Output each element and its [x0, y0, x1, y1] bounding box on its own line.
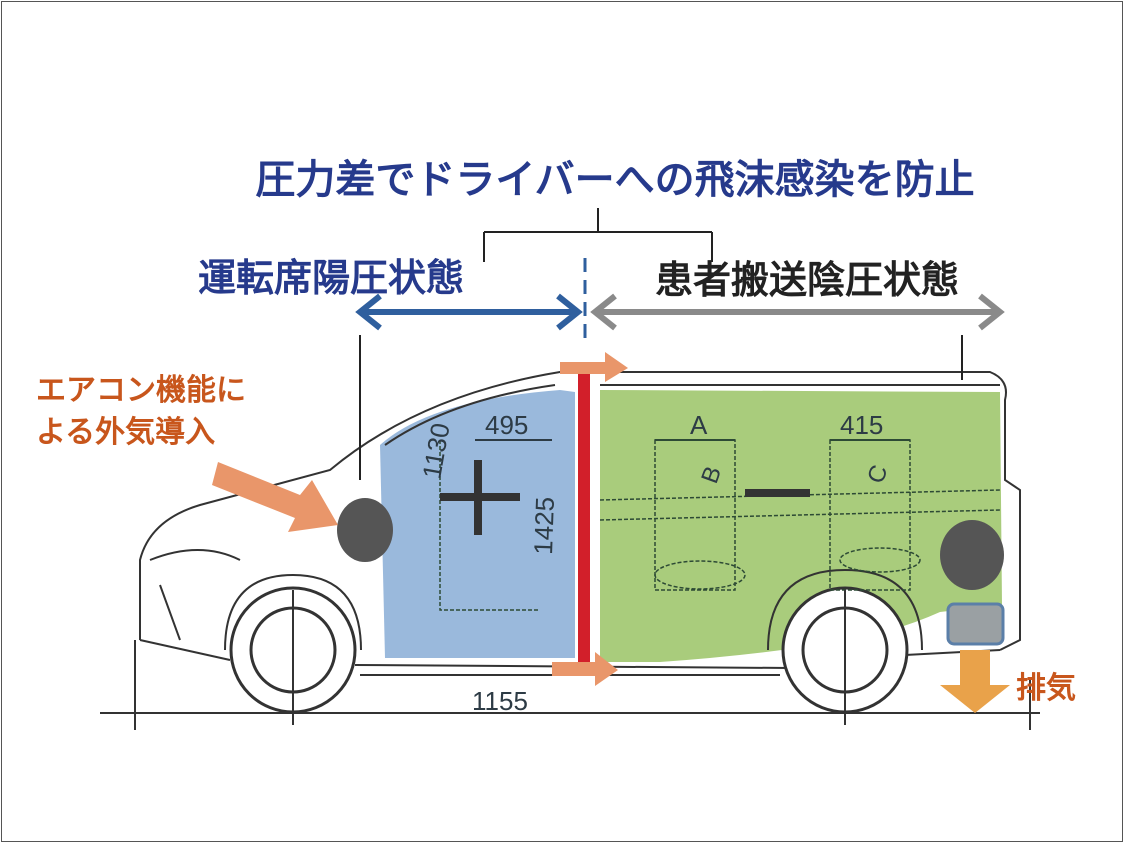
leader-lines [359, 335, 963, 480]
air-intake-vent [337, 498, 393, 562]
intake-arrow [212, 462, 338, 532]
exhaust-arrow [940, 650, 1010, 713]
dim-1155: 1155 [472, 686, 528, 716]
top-flow-arrow [560, 352, 628, 382]
dim-415: 415 [840, 410, 883, 440]
patient-zone-arrow [590, 293, 1005, 331]
dim-1425: 1425 [528, 496, 560, 555]
ground-line [100, 590, 1040, 730]
exhaust-label: 排気 [1016, 671, 1076, 706]
intake-label-line1: エアコン機能に [36, 373, 246, 408]
dim-A: A [690, 410, 708, 440]
patient-zone [600, 390, 1002, 662]
patient-zone-label: 患者搬送陰圧状態 [655, 258, 959, 302]
driver-zone-label: 運転席陽圧状態 [198, 256, 464, 300]
dim-495: 495 [485, 410, 528, 440]
title-bracket [483, 208, 713, 262]
diagram-title: 圧力差でドライバーへの飛沫感染を防止 [255, 157, 974, 203]
exhaust-outlet [946, 602, 1005, 646]
center-marks [440, 460, 810, 535]
bottom-flow-arrow [552, 652, 618, 686]
exhaust-vent [940, 520, 1004, 590]
partition-wall [578, 372, 590, 664]
driver-zone-arrow [355, 293, 583, 331]
intake-label-line2: よる外気導入 [36, 415, 215, 450]
